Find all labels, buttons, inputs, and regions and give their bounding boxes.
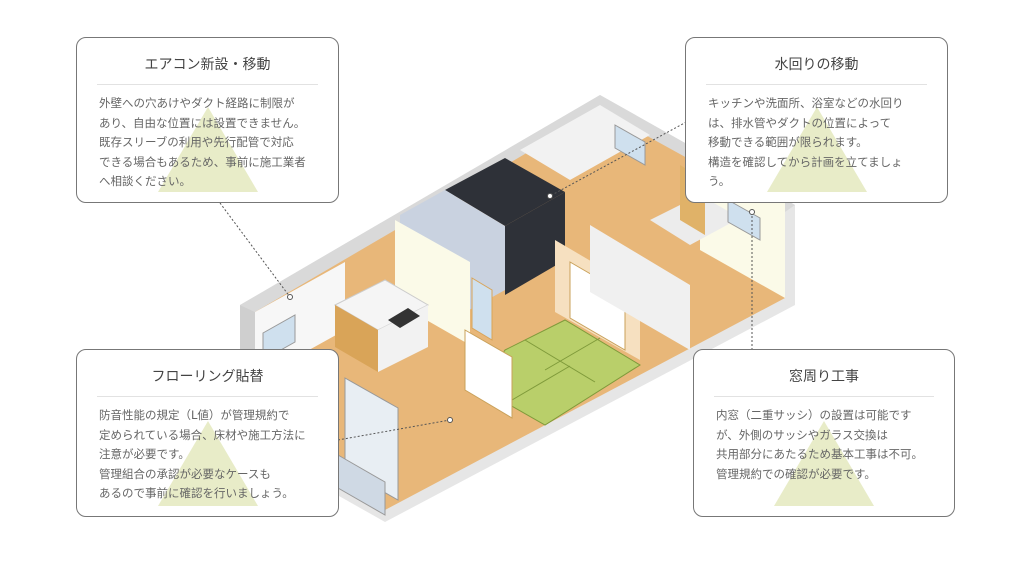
card-line: できる場合もあるため、事前に施工業者 <box>99 154 306 169</box>
window-top <box>614 124 646 166</box>
accent-triangle-icon <box>157 421 258 506</box>
card-water: 水回りの移動 キッチンや洗面所、浴室などの水回り は、排水管やダクトの位置によっ… <box>685 37 948 203</box>
kitchen-counter-side <box>378 305 428 372</box>
door <box>471 277 493 341</box>
card-line: 定められている場合、床材や施工方法に <box>99 427 306 442</box>
leader-water <box>549 119 691 197</box>
leader-flooring <box>337 419 451 441</box>
card-line: 移動できる範囲が限られます。 <box>708 135 868 149</box>
card-line: 構造を確認してから計画を立てましょ <box>708 154 903 169</box>
marker-aircon <box>287 294 293 300</box>
card-aircon: エアコン新設・移動 外壁への穴あけやダクト経路に制限が あり、自由な位置には設置… <box>76 37 339 203</box>
leader-aircon <box>219 202 291 298</box>
card-line: が、外側のサッシやガラス交換は <box>716 427 889 442</box>
card-body: 外壁への穴あけやダクト経路に制限が あり、自由な位置には設置できません。 既存ス… <box>99 94 316 192</box>
card-window: 窓周り工事 内窓（二重サッシ）の設置は可能です が、外側のサッシやガラス交換は … <box>693 349 955 517</box>
card-body: キッチンや洗面所、浴室などの水回り は、排水管やダクトの位置によって 移動できる… <box>708 94 925 192</box>
card-line: は、排水管やダクトの位置によって <box>708 115 892 130</box>
card-line: 共用部分にあたるため基本工事は不可。 <box>716 447 923 461</box>
kitchen-counter-front <box>335 305 378 372</box>
card-line: 内窓（二重サッシ）の設置は可能です <box>716 408 912 422</box>
card-line: う。 <box>708 174 731 188</box>
card-line: 外壁への穴あけやダクト経路に制限が <box>99 96 295 110</box>
card-line: 管理規約での確認が必要です。 <box>716 466 876 481</box>
accent-triangle-icon <box>766 107 867 192</box>
card-line: キッチンや洗面所、浴室などの水回り <box>708 96 904 110</box>
card-line: 防音性能の規定（L値）が管理規約で <box>99 408 290 422</box>
card-line: あるので事前に確認を行いましょう。 <box>99 486 294 500</box>
cooktop <box>388 308 420 328</box>
card-title: エアコン新設・移動 <box>97 38 318 85</box>
card-line: 既存スリーブの利用や先行配管で対応 <box>99 135 294 149</box>
marker-window <box>749 209 755 215</box>
card-title: 窓周り工事 <box>714 350 934 397</box>
card-body: 防音性能の規定（L値）が管理規約で 定められている場合、床材や施工方法に 注意が… <box>99 406 316 504</box>
accent-triangle-icon <box>774 421 874 506</box>
marker-water <box>547 193 553 199</box>
card-flooring: フローリング貼替 防音性能の規定（L値）が管理規約で 定められている場合、床材や… <box>76 349 339 517</box>
card-line: 注意が必要です。 <box>99 447 190 461</box>
bathroom-wall <box>505 192 565 295</box>
accent-triangle-icon <box>157 107 258 192</box>
card-line: 管理組合の承認が必要なケースも <box>99 466 271 481</box>
card-line: へ相談ください。 <box>99 174 191 188</box>
partition-wall <box>395 220 470 345</box>
fusuma-doors <box>464 329 513 419</box>
card-line: あり、自由な位置には設置できません。 <box>99 115 306 130</box>
marker-flooring <box>447 417 453 423</box>
left-back-wall <box>240 95 600 312</box>
card-title: フローリング貼替 <box>97 350 318 397</box>
card-body: 内窓（二重サッシ）の設置は可能です が、外側のサッシやガラス交換は 共用部分にあ… <box>716 406 932 484</box>
toilet-wall <box>520 105 650 180</box>
bedroom-wall <box>590 225 690 350</box>
card-title: 水回りの移動 <box>706 38 927 85</box>
